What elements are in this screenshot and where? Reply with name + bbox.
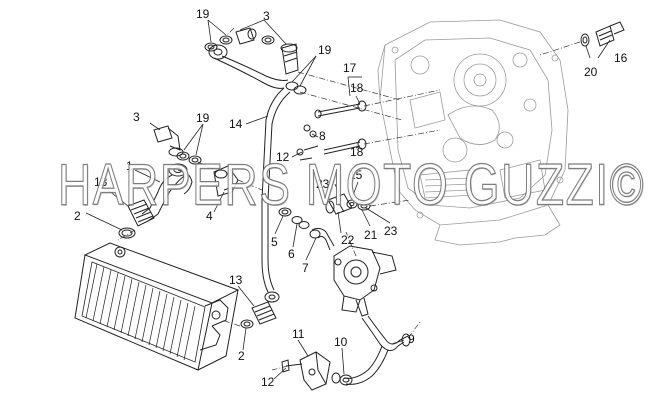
engine-block <box>377 19 569 246</box>
callout-6: 6 <box>288 247 295 261</box>
top-pipe-assembly <box>204 27 307 303</box>
bottom-pipe-assembly <box>281 315 411 391</box>
callout-18: 18 <box>350 81 364 95</box>
callout-19: 19 <box>318 43 332 57</box>
callout-21: 21 <box>364 228 378 242</box>
callout-1: 1 <box>126 159 133 173</box>
sensor-fittings <box>325 193 371 215</box>
callout-12: 12 <box>276 150 290 164</box>
callout-3: 3 <box>263 9 270 23</box>
callout-2: 2 <box>238 349 245 363</box>
callout-23: 23 <box>384 224 398 238</box>
thermostat-housing <box>333 245 397 317</box>
callout-8: 8 <box>319 129 326 143</box>
callout-15: 15 <box>349 168 363 182</box>
seals-and-hose-7 <box>278 207 335 251</box>
callout-18: 18 <box>350 145 364 159</box>
callout-16: 16 <box>614 51 628 65</box>
callout-19: 19 <box>196 7 210 21</box>
callout-9: 9 <box>408 332 415 346</box>
callout-22: 22 <box>341 233 355 247</box>
watermark: HARPERS MOTO GUZZI© <box>58 150 646 218</box>
callout-17: 17 <box>343 61 357 75</box>
callout-12: 12 <box>261 375 275 389</box>
callout-20: 20 <box>584 65 598 79</box>
callout-14: 14 <box>229 117 243 131</box>
left-pipe-assembly <box>118 125 239 239</box>
callout-13: 13 <box>94 175 108 189</box>
leader-lines <box>85 19 611 380</box>
callout-13: 13 <box>229 273 243 287</box>
callout-3: 3 <box>133 110 140 124</box>
pressure-switch <box>580 21 625 47</box>
callout-7: 7 <box>302 261 309 275</box>
callout-11: 11 <box>292 327 305 341</box>
callout-19: 19 <box>196 111 210 125</box>
oil-cooler <box>74 242 240 371</box>
callout-5: 5 <box>271 235 278 249</box>
lower-fitting-13-2 <box>240 301 277 329</box>
callout-23: 23 <box>316 177 330 191</box>
alignment-lines <box>117 27 581 371</box>
callout-4: 4 <box>206 209 213 223</box>
callout-10: 10 <box>334 335 348 349</box>
studs-and-bolts <box>296 100 367 161</box>
callout-2: 2 <box>74 209 81 223</box>
